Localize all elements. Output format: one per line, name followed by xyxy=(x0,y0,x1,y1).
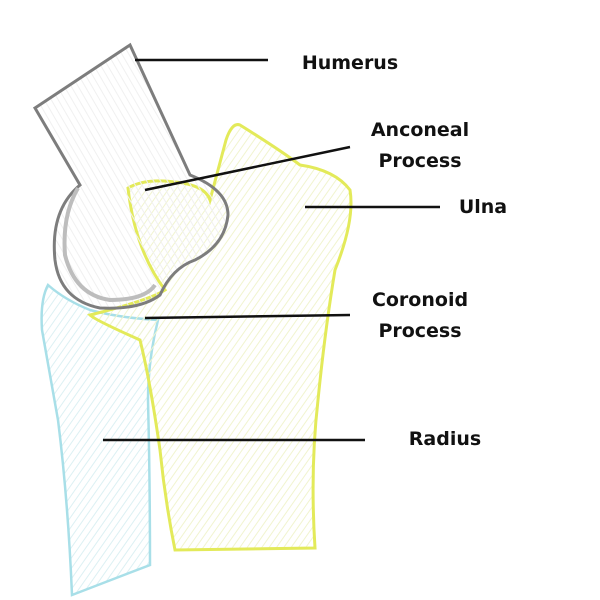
humerus-label: Humerus xyxy=(301,52,399,74)
coronoid-leader-line xyxy=(144,313,351,320)
anconeal-label-line1: Anconeal xyxy=(370,119,470,141)
radius-label: Radius xyxy=(408,428,482,450)
humerus-bone xyxy=(32,42,230,310)
anconeal-leader-line xyxy=(144,145,351,192)
ulna-label: Ulna xyxy=(458,196,508,218)
anconeal-label-line2: Process xyxy=(378,150,462,172)
coronoid-label-line2: Process xyxy=(378,320,462,342)
coronoid-label-line1: Coronoid xyxy=(371,289,469,311)
anconeal-process-label: Anconeal Process xyxy=(355,115,485,177)
coronoid-process-label: Coronoid Process xyxy=(355,285,485,347)
